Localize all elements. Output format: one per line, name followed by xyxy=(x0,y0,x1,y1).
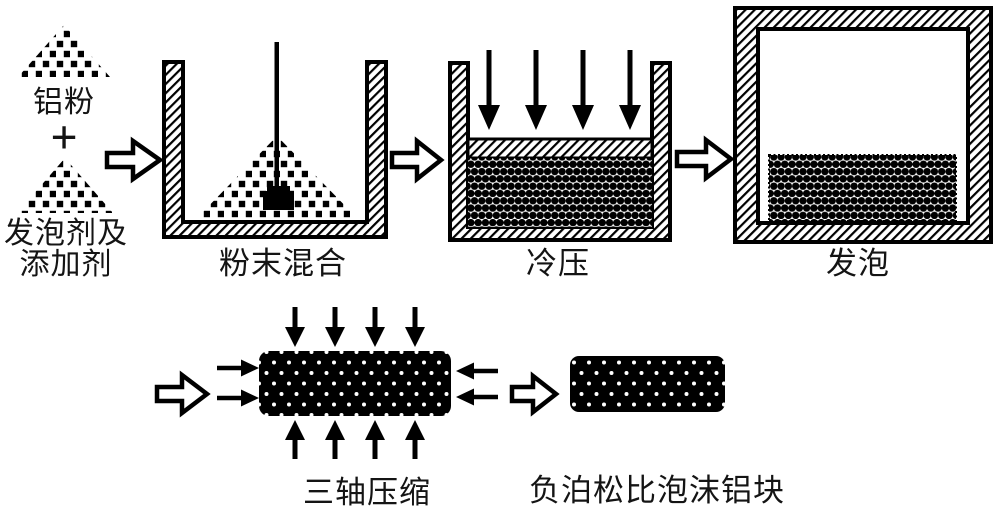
flow-arrow-foaming-to-triaxial-icon xyxy=(154,370,211,418)
stirrer-paddle-top-icon xyxy=(267,186,290,192)
cold-press-group: 冷压 xyxy=(448,50,672,281)
press-force-arrow-down-icon xyxy=(525,50,547,130)
product-label: 负泊松比泡沫铝块 xyxy=(529,473,785,508)
foaming-furnace-group: 发泡 xyxy=(733,6,993,281)
press-force-arrow-down-icon xyxy=(572,50,594,130)
compress-arrow-down-icon xyxy=(325,307,345,347)
compress-arrow-up-icon xyxy=(285,420,305,459)
compress-arrow-up-icon xyxy=(365,420,385,459)
aluminum-powder-label: 铝粉 xyxy=(33,86,95,119)
mixing-crucible-group: 粉末混合 xyxy=(162,42,388,281)
flow-arrow-mixing-to-coldpress-icon xyxy=(389,136,445,184)
plus-sign: + xyxy=(50,111,77,164)
cold-press-step-label: 冷压 xyxy=(526,246,590,281)
foaming-precursor-block-icon xyxy=(768,154,957,222)
press-force-arrow-down-icon xyxy=(619,50,641,130)
compress-arrow-left-icon xyxy=(456,388,498,406)
compress-arrow-down-icon xyxy=(405,307,425,347)
flow-arrow-coldpress-to-foaming-icon xyxy=(674,135,735,183)
foam-block-under-compression-icon xyxy=(259,351,451,416)
triaxial-step-label: 三轴压缩 xyxy=(303,475,431,510)
mixing-step-label: 粉末混合 xyxy=(219,246,347,281)
press-force-arrow-down-icon xyxy=(478,50,500,130)
compress-arrow-down-icon xyxy=(365,307,385,347)
triaxial-compression-group: 三轴压缩 xyxy=(217,307,498,510)
foaming-agent-pile-icon xyxy=(17,158,113,213)
mixing-crucible-wall xyxy=(162,60,388,239)
compress-arrow-up-icon xyxy=(325,420,345,459)
auxetic-foam-block-icon xyxy=(570,356,725,412)
stirrer-paddle-icon xyxy=(263,191,294,210)
compress-arrow-left-icon xyxy=(456,362,498,380)
cold-pressed-compact-icon xyxy=(468,158,652,227)
compress-arrow-up-icon xyxy=(405,420,425,459)
final-product-group: 负泊松比泡沫铝块 xyxy=(529,356,785,508)
foaming-step-label: 发泡 xyxy=(826,246,890,281)
flow-arrow-materials-to-mixing-icon xyxy=(104,136,164,184)
stirrer-rod-icon xyxy=(274,42,279,194)
flow-arrow-triaxial-to-product-icon xyxy=(509,371,560,417)
compress-arrow-down-icon xyxy=(285,307,305,347)
compress-arrow-right-icon xyxy=(217,389,259,407)
compress-arrow-right-icon xyxy=(217,359,259,377)
foaming-agent-label-line1: 发泡剂及 xyxy=(4,217,128,250)
press-piston-plate-icon xyxy=(466,137,654,160)
raw-materials-group: 铝粉 + 发泡剂及 添加剂 xyxy=(4,25,128,281)
press-mold-wall xyxy=(448,61,672,242)
foaming-agent-label-line2: 添加剂 xyxy=(20,248,113,281)
aluminum-powder-pile-icon xyxy=(18,25,110,77)
